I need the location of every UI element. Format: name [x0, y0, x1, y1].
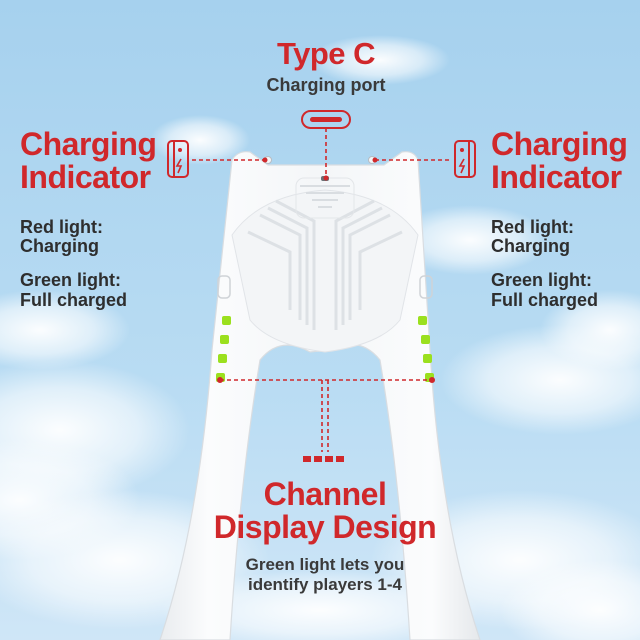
right-green-light-desc: Full charged [491, 290, 599, 310]
joycon-icon [167, 140, 189, 178]
right-indicator-title-line2: Indicator [491, 159, 622, 195]
joycon-icon [454, 140, 476, 178]
left-indicator-title-line2: Indicator [20, 159, 151, 195]
channel-title-line1: Channel [263, 476, 387, 512]
right-red-light-label: Red light: [491, 217, 574, 237]
led-light-icon [222, 316, 231, 325]
channel-desc-line1: Green light lets you [245, 555, 405, 574]
led-light-icon [220, 335, 229, 344]
left-indicator-title-line1: Charging [20, 126, 157, 162]
usb-c-port-icon [301, 110, 351, 129]
type-c-title: Type C [276, 36, 376, 71]
type-c-subtitle: Charging port [266, 75, 386, 95]
left-green-light-label: Green light: [20, 270, 122, 290]
channel-title-line2: Display Design [213, 509, 437, 545]
led-light-icon [218, 354, 227, 363]
right-led-column [418, 316, 434, 382]
left-red-light-desc: Charging [20, 236, 99, 256]
left-led-column [216, 316, 231, 382]
right-indicator-title-line1: Charging [491, 126, 628, 162]
channel-dots [303, 456, 344, 462]
right-green-light-label: Green light: [491, 270, 593, 290]
left-red-light-label: Red light: [20, 217, 103, 237]
led-light-icon [423, 354, 432, 363]
led-light-icon [418, 316, 427, 325]
channel-desc-line2: identify players 1-4 [247, 575, 402, 594]
left-green-light-desc: Full charged [20, 290, 128, 310]
clouds [0, 35, 640, 640]
right-red-light-desc: Charging [491, 236, 570, 256]
led-light-icon [421, 335, 430, 344]
